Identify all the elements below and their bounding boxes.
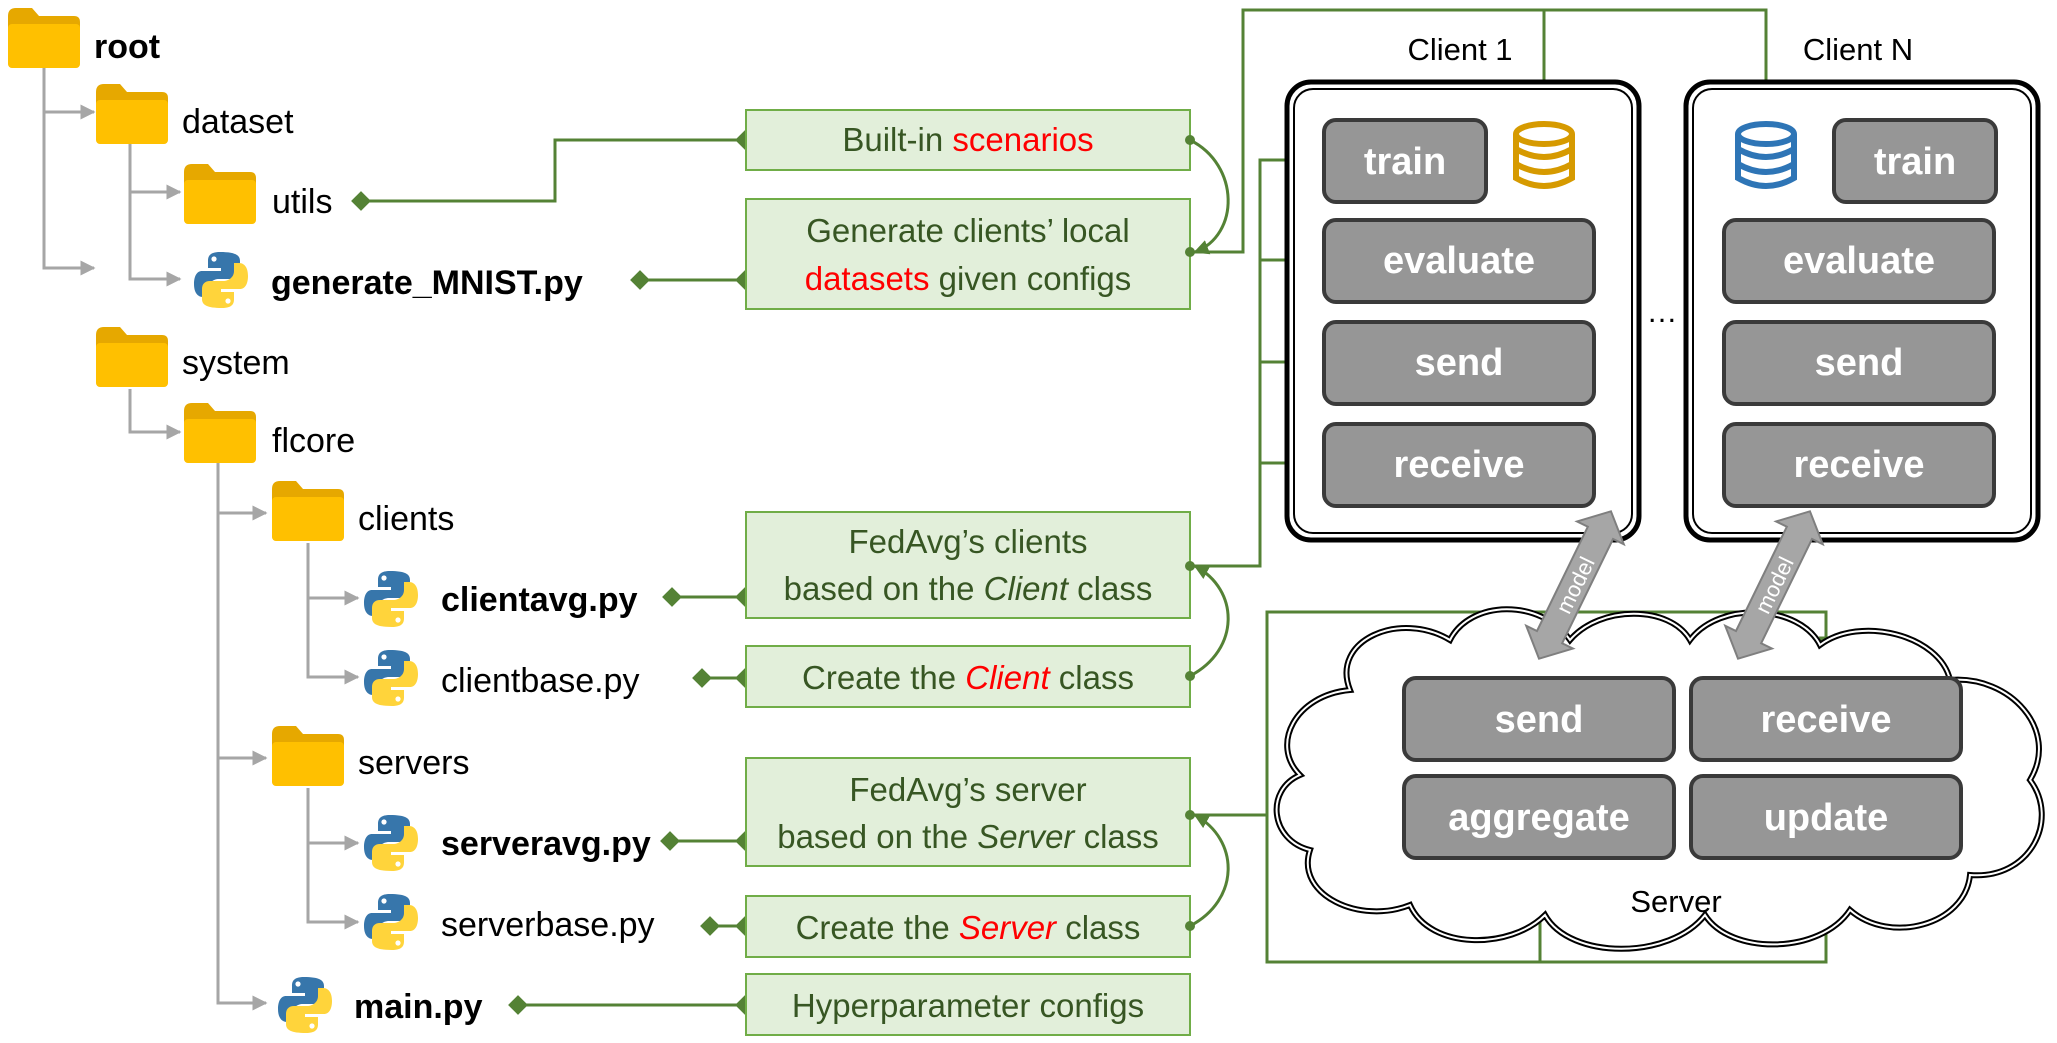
folder-label-flcore: flcore [272,422,355,460]
folder-label-root: root [94,28,160,66]
client1-train-button: train [1322,118,1488,204]
folder-label-system: system [182,344,290,382]
clients-ellipsis: … [1647,294,1678,329]
desc-builtin-scenarios: Built-in scenarios [745,109,1191,171]
desc-generate-datasets: Generate clients’ local datasets given c… [745,198,1191,310]
desc-fedavg-server: FedAvg’s server based on the Server clas… [745,757,1191,867]
svg-text:FedAvg’s clients: FedAvg’s clients [848,523,1087,560]
server-send-button: send [1402,676,1676,762]
clientN-train-button: train [1832,118,1998,204]
svg-text:receive: receive [1393,444,1524,486]
python-file-icon-main [278,977,332,1033]
clientN-title: Client N [1803,32,1913,67]
svg-text:send: send [1415,342,1504,384]
client1-evaluate-button: evaluate [1322,218,1596,304]
svg-text:based on the Server class: based on the Server class [777,818,1159,855]
file-label-serverbase: serverbase.py [441,906,655,944]
desc-create-client: Create the Client class [745,645,1191,708]
folder-icon-flcore [184,403,256,463]
python-file-icon-serverbase [364,894,418,950]
svg-text:Create the Server class: Create the Server class [796,909,1141,946]
desc-fedavg-clients: FedAvg’s clients based on the Client cla… [745,511,1191,619]
server-update-button: update [1689,774,1963,860]
svg-text:train: train [1874,141,1956,183]
folder-label-servers: servers [358,744,469,782]
python-file-icon-serveravg [364,815,418,871]
client1-title: Client 1 [1407,32,1512,67]
svg-text:evaluate: evaluate [1383,240,1535,282]
desc-create-server: Create the Server class [745,895,1191,958]
folder-icon-clients [272,481,344,541]
client1-receive-button: receive [1322,422,1596,508]
client1-send-button: send [1322,320,1596,406]
svg-text:datasets given configs: datasets given configs [805,260,1132,297]
svg-text:Built-in scenarios: Built-in scenarios [842,121,1093,158]
python-file-icon-clientavg [364,571,418,627]
python-file-icon-generate [194,252,248,308]
svg-text:Hyperparameter configs: Hyperparameter configs [792,987,1144,1024]
desc-hyperparameter-configs: Hyperparameter configs [745,973,1191,1036]
folder-icon-utils [184,164,256,224]
folder-icon-dataset [96,84,168,144]
svg-text:update: update [1764,797,1889,839]
clientN-evaluate-button: evaluate [1722,218,1996,304]
clientN-send-button: send [1722,320,1996,406]
svg-text:receive: receive [1793,444,1924,486]
server-aggregate-button: aggregate [1402,774,1676,860]
svg-text:train: train [1364,141,1446,183]
server-title: Server [1630,884,1721,919]
svg-text:Create the Client class: Create the Client class [802,659,1134,696]
svg-text:evaluate: evaluate [1783,240,1935,282]
file-tree-connectors [42,56,360,1011]
folder-icon-root [8,8,80,68]
clientN-receive-button: receive [1722,422,1996,508]
folder-label-dataset: dataset [182,103,294,141]
svg-text:receive: receive [1760,699,1891,741]
svg-text:Generate clients’ local: Generate clients’ local [806,212,1129,249]
folder-label-clients: clients [358,500,454,538]
svg-text:send: send [1495,699,1584,741]
file-label-main: main.py [354,988,483,1026]
file-label-serveravg: serveravg.py [441,825,651,863]
tree-to-description-connectors [351,130,755,1015]
folder-label-utils: utils [272,183,332,221]
svg-text:FedAvg’s server: FedAvg’s server [849,771,1086,808]
svg-text:aggregate: aggregate [1448,797,1630,839]
folder-icon-servers [272,726,344,786]
file-label-generate-mnist: generate_MNIST.py [271,264,583,302]
python-file-icon-clientbase [364,650,418,706]
description-curved-links [1185,135,1230,931]
client1-database-icon [1513,121,1575,189]
file-label-clientbase: clientbase.py [441,662,639,700]
server-receive-button: receive [1689,676,1963,762]
clientN-database-icon [1735,121,1797,189]
folder-icon-system [96,327,168,387]
file-label-clientavg: clientavg.py [441,581,638,619]
svg-text:send: send [1815,342,1904,384]
svg-text:based on the Client class: based on the Client class [784,570,1153,607]
